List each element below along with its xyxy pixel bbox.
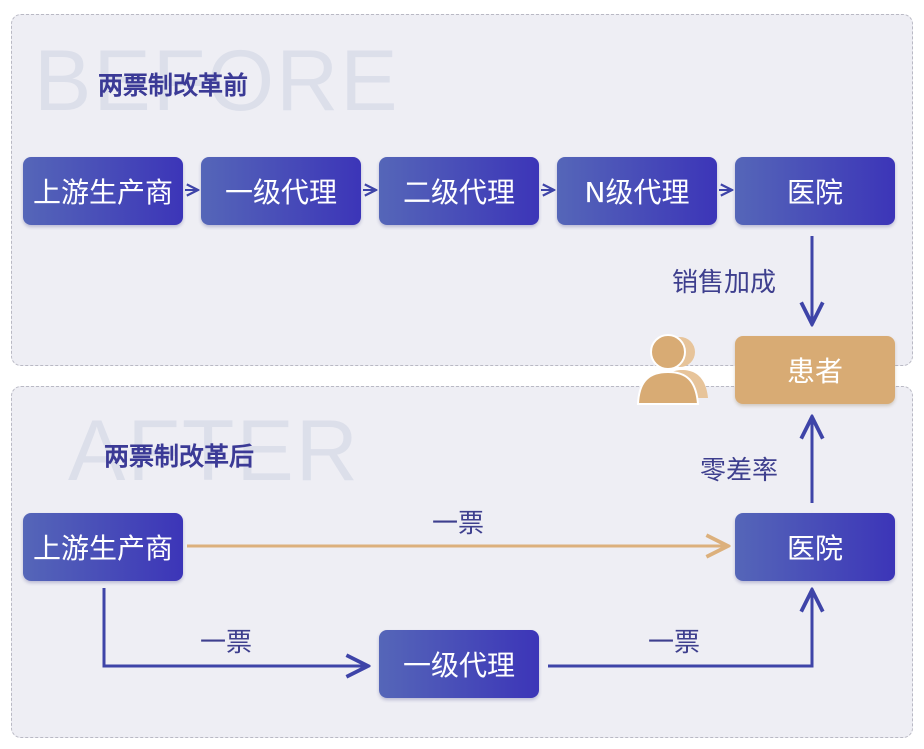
markup-label: 销售加成: [672, 268, 777, 298]
before-manufacturer-box: 上游生产商: [23, 157, 183, 225]
ticket-to-agent-label: 一票: [200, 628, 253, 658]
before-second-agent-box: 二级代理: [379, 157, 539, 225]
agent-to-hospital-arrow: [548, 590, 812, 668]
direct-ticket-label: 一票: [432, 509, 485, 539]
after-hospital-box: 医院: [735, 513, 895, 581]
ticket-agent-to-hospital-label: 一票: [648, 628, 701, 658]
person-group-icon: [636, 334, 708, 405]
after-agent-box: 一级代理: [379, 630, 539, 698]
before-watermark: BEFORE: [34, 33, 400, 129]
before-title: 两票制改革前: [98, 71, 249, 100]
after-watermark: AFTER: [68, 403, 360, 499]
after-title: 两票制改革后: [104, 442, 255, 471]
zero-markup-label: 零差率: [700, 456, 779, 486]
after-manufacturer-box: 上游生产商: [23, 513, 183, 581]
before-first-agent-box: 一级代理: [201, 157, 361, 225]
manufacturer-to-agent-arrow: [102, 588, 368, 666]
before-n-agent-box: N级代理: [557, 157, 717, 225]
patient-box: 患者: [735, 336, 895, 404]
before-hospital-box: 医院: [735, 157, 895, 225]
